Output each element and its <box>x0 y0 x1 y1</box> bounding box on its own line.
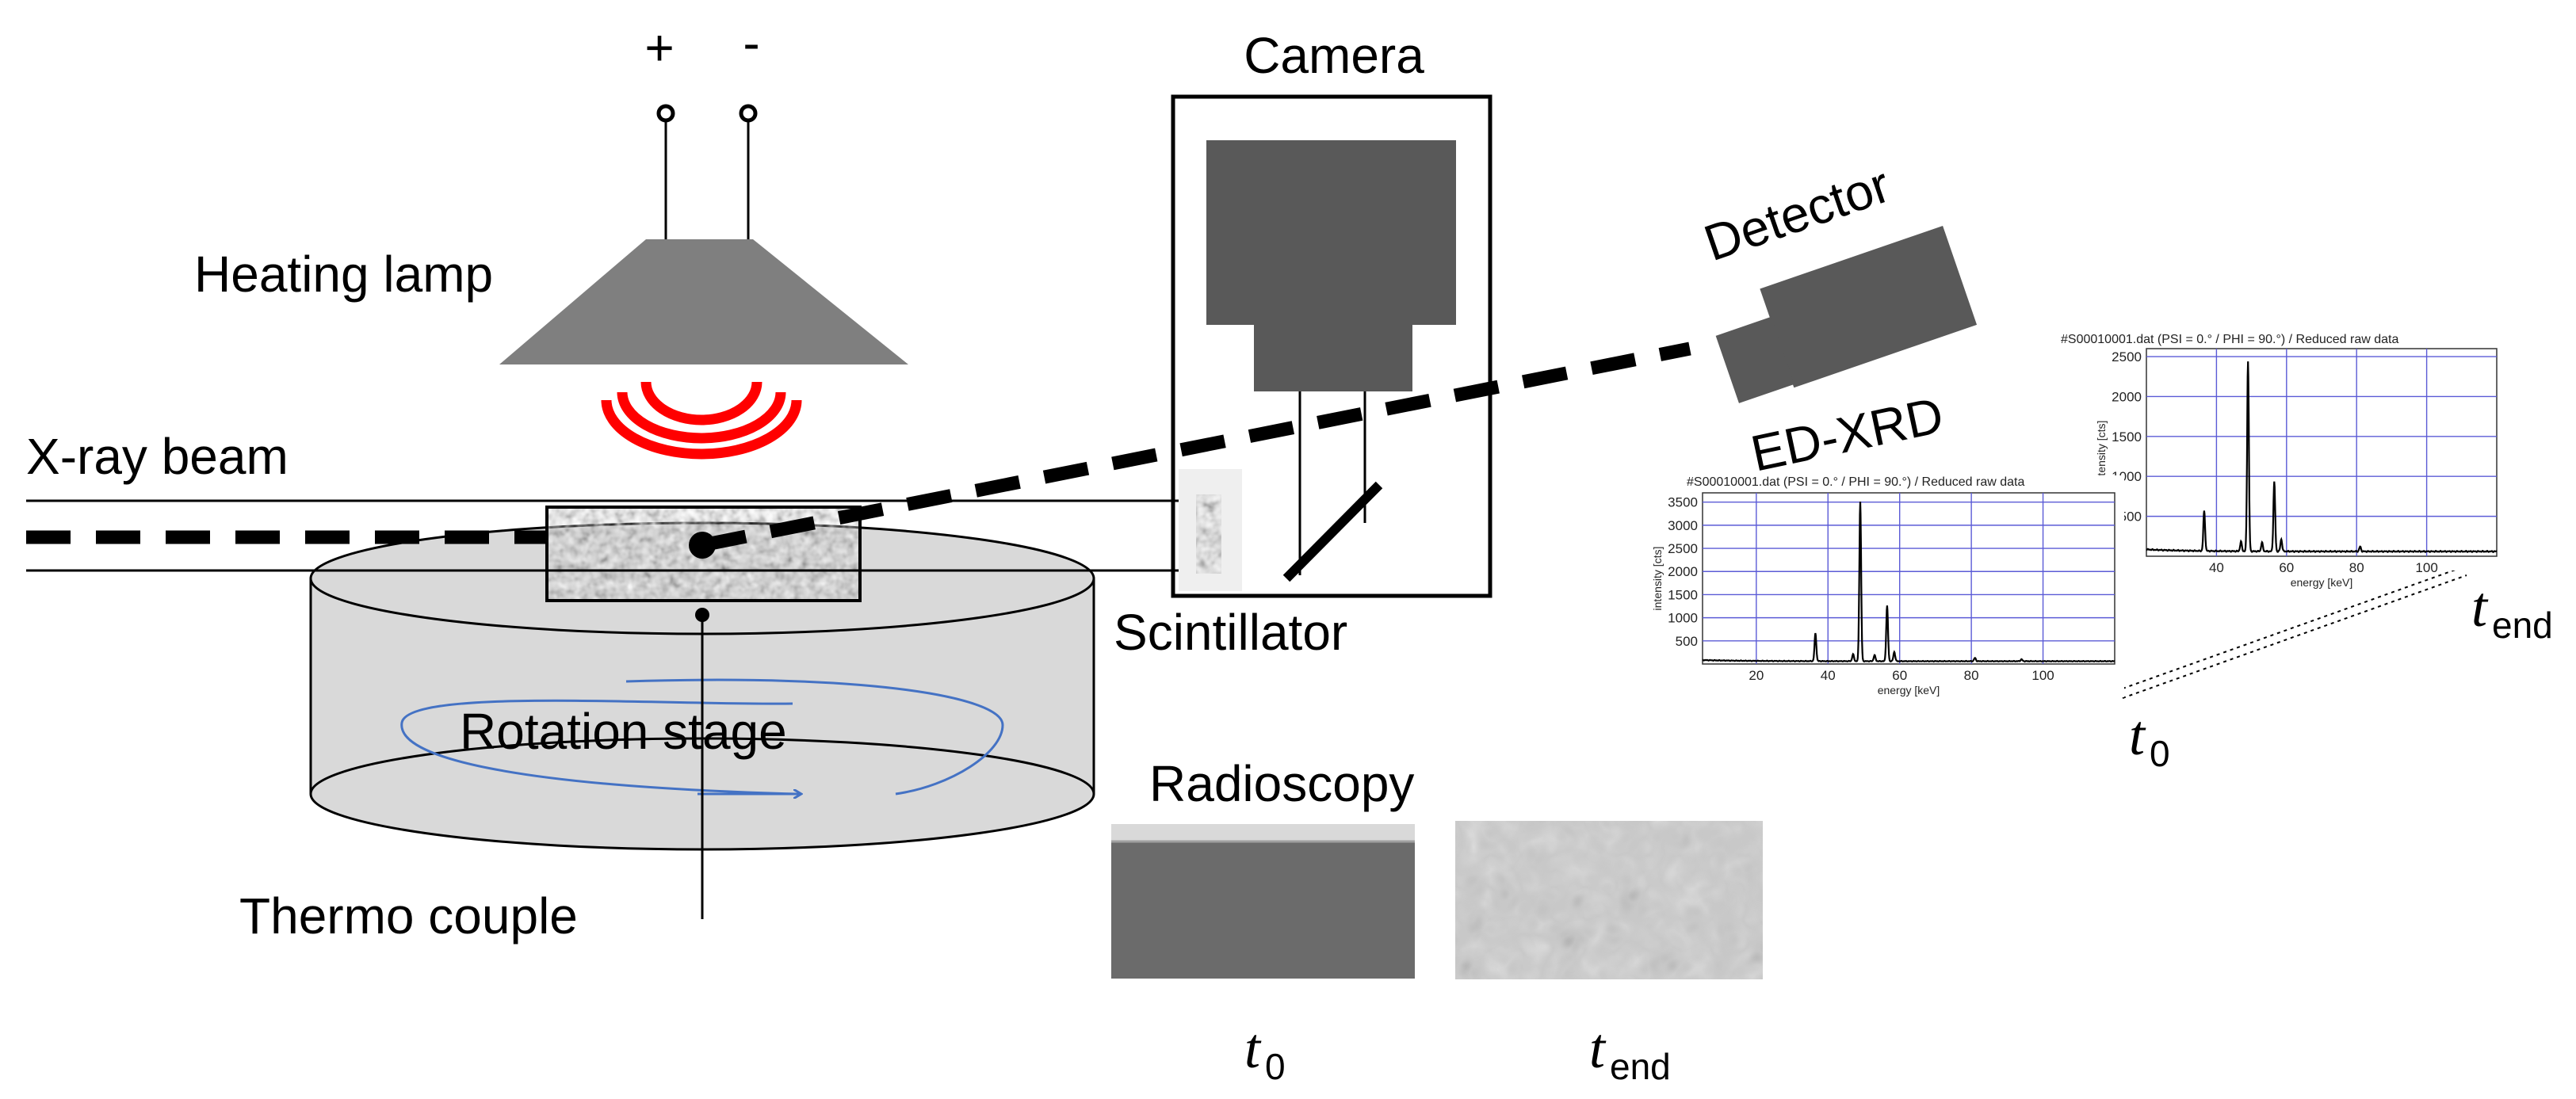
spectrum-tend-title: #S00010001.dat (PSI = 0.° / PHI = 90.°) … <box>2061 333 2398 346</box>
radioscopy-label: Radioscopy <box>1149 755 1414 812</box>
svg-text:t: t <box>2129 704 2146 767</box>
sub-0: 0 <box>2150 733 2170 774</box>
spectrum-t0-ytick-2: 1500 <box>1668 587 1698 602</box>
sub-0-radio: 0 <box>1265 1046 1286 1087</box>
detector-icon <box>1715 226 1978 403</box>
mirror <box>1282 481 1383 582</box>
plus-terminal <box>656 104 675 123</box>
minus-terminal <box>739 104 758 123</box>
spectrum-t0-xtick-1: 40 <box>1821 668 1836 683</box>
spectrum-t0-spectrum-line <box>1702 502 2115 663</box>
svg-text:t: t <box>1244 1017 1262 1080</box>
spectrum-tend-xlabel: energy [keV] <box>2291 576 2353 589</box>
spectrum-t0-ytick-3: 2000 <box>1668 564 1698 579</box>
spectrum-tend-ytick-3: 2000 <box>2112 389 2142 404</box>
spectrum-t0-xlabel: energy [keV] <box>1878 684 1940 696</box>
scintillator-label: Scintillator <box>1114 604 1347 661</box>
spectrum-tend-xtick-0: 40 <box>2209 560 2224 575</box>
spectrum-tend-frame <box>2146 348 2498 557</box>
spectrum-t0-ylabel: intensity [cts] <box>1651 547 1664 611</box>
spectrum-tend-ytick-4: 2500 <box>2112 349 2142 364</box>
xray-beam-label: X-ray beam <box>26 428 289 485</box>
spectrum-t0-ytick-5: 3000 <box>1668 518 1698 533</box>
radioscopy-image-tend <box>1455 821 1763 979</box>
ed-xrd-label: ED-XRD <box>1746 386 1948 482</box>
radioscopy-image-t0 <box>1111 824 1415 979</box>
spectrum-t0-ytick-4: 2500 <box>1668 541 1698 556</box>
spectrum-tend-xtick-1: 60 <box>2279 560 2294 575</box>
heating-lamp-label: Heating lamp <box>194 246 493 303</box>
diffracted-beam-dashed <box>701 342 1691 552</box>
sample <box>545 506 862 602</box>
spectrum-tend-ytick-2: 1500 <box>2112 429 2142 445</box>
rotation-path-right <box>625 678 1004 796</box>
svg-text:t: t <box>2471 575 2489 639</box>
spectrum-t0-xtick-2: 60 <box>1892 668 1907 683</box>
spectrum-t0-xtick-4: 100 <box>2031 668 2054 683</box>
plus-terminal-label: + <box>644 19 674 76</box>
heating-lamp <box>499 239 908 364</box>
svg-text:t: t <box>1589 1017 1607 1080</box>
heat-wave-icon <box>601 381 802 460</box>
spectrum-t0-ytick-6: 3500 <box>1668 495 1698 510</box>
sub-end: end <box>2492 605 2553 646</box>
spectrum-tend-ylabel: intensity [cts] <box>2095 421 2108 485</box>
spectrum-t0-ytick-0: 500 <box>1676 634 1698 649</box>
spectrum-t0-title: #S00010001.dat (PSI = 0.° / PHI = 90.°) … <box>1687 475 2024 489</box>
minus-terminal-label: - <box>743 14 759 71</box>
spectrum-t0-ytick-1: 1000 <box>1668 611 1698 626</box>
spectrum-tend-spectrum-line <box>2146 361 2498 554</box>
radioscopy-t0-label: t 0 <box>1244 1017 1286 1087</box>
spectrum-tend-xtick-2: 80 <box>2349 560 2364 575</box>
camera-housing <box>1171 94 1492 598</box>
spectrum-t0-time-label: t 0 <box>2129 704 2170 774</box>
scintillator-image <box>1196 494 1221 574</box>
spectrum-t0-xtick-3: 80 <box>1964 668 1979 683</box>
thermo-couple-label: Thermo couple <box>239 887 578 944</box>
rotation-stage-label: Rotation stage <box>460 703 787 760</box>
radioscopy-tend-label: t end <box>1589 1017 1671 1087</box>
spectrum-tend-xtick-3: 100 <box>2415 560 2437 575</box>
spectrum-t0-xtick-0: 20 <box>1749 668 1764 683</box>
spectrum-plot-t0: #S00010001.dat (PSI = 0.° / PHI = 90.°) … <box>1609 475 2124 697</box>
camera-icon <box>1206 140 1456 391</box>
spectrum-tend-time-label: t end <box>2471 575 2553 646</box>
spectrum-tend-ytick-0: 500 <box>2119 509 2142 525</box>
rotation-path-left <box>400 699 797 796</box>
sub-end-radio: end <box>1610 1046 1671 1087</box>
spectrum-t0-frame <box>1702 492 2115 665</box>
camera-label: Camera <box>1244 27 1424 84</box>
